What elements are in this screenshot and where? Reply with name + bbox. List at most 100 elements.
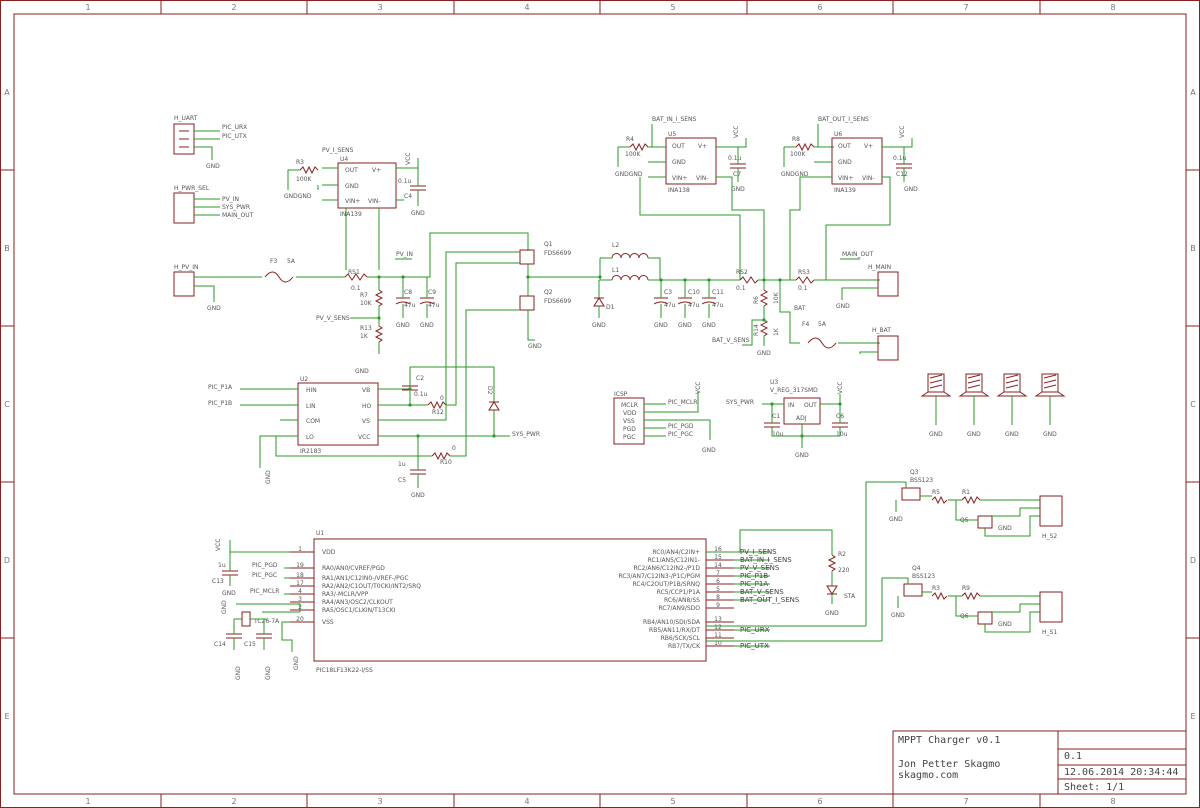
col-label: 3: [377, 3, 382, 12]
col-label: 5: [670, 797, 675, 806]
u1-net-label: PIC_P1B: [740, 572, 768, 580]
svg-text:C4: C4: [404, 193, 412, 200]
row-label: B: [4, 244, 10, 253]
svg-text:47u: 47u: [664, 302, 676, 309]
u1-pin-number: 9: [716, 602, 720, 609]
svg-text:GND: GND: [235, 666, 242, 680]
svg-text:IN: IN: [788, 402, 794, 409]
u1-pin-number: 10: [714, 640, 722, 647]
svg-text:OUT: OUT: [838, 143, 851, 150]
svg-text:C12: C12: [896, 171, 908, 178]
svg-text:GND: GND: [731, 186, 745, 193]
title-block: MPPT Charger v0.1 Jon Petter Skagmo skag…: [892, 730, 1187, 795]
svg-text:GND: GND: [702, 322, 716, 329]
svg-text:GND: GND: [654, 322, 668, 329]
header-h-pwr-sel: H_PWR_SEL PV_IN SYS_PWR MAIN_OUT: [173, 185, 254, 224]
svg-text:VDD: VDD: [623, 410, 637, 417]
svg-text:GND: GND: [207, 305, 221, 312]
col-label: 2: [231, 3, 236, 12]
u1-pin-name: RC5/CCP1/P1A: [657, 589, 701, 596]
u1-pin-name: RC4/C2OUT/P1B/SRNQ: [633, 581, 701, 588]
svg-text:100K: 100K: [296, 176, 312, 183]
switch-s1: Q4 BSS123 GND R3 R9 Q6 GND H_S1: [881, 565, 1063, 641]
svg-text:Q4: Q4: [912, 565, 921, 572]
u1-pin-name: RC2/AN6/C12IN2-/P1D: [634, 565, 701, 572]
terminal-post: GND: [996, 373, 1028, 438]
terminal-post: GND: [920, 373, 952, 438]
row-label: C: [4, 400, 10, 409]
svg-text:H_S1: H_S1: [1042, 629, 1057, 636]
svg-text:RS1: RS1: [348, 269, 360, 276]
u1-pin-number: 14: [714, 562, 722, 569]
col-label: 6: [817, 3, 822, 12]
svg-text:R5: R5: [932, 489, 940, 496]
u1-net-label: PV_I_SENS: [740, 548, 777, 556]
svg-text:GND: GND: [929, 431, 943, 438]
row-label: B: [1190, 244, 1196, 253]
header-h-pv-in: H_PV_IN GND: [173, 264, 262, 312]
svg-text:PIC_P1A: PIC_P1A: [208, 384, 233, 391]
u1-pin-number: 12: [714, 624, 722, 631]
svg-text:F4: F4: [802, 321, 809, 328]
svg-text:C15: C15: [244, 641, 256, 648]
svg-text:GNDGND: GNDGND: [284, 193, 312, 200]
u1-pin-name: RA3/-MCLR/VPP: [322, 591, 369, 598]
u1-pin-name: VDD: [322, 549, 336, 556]
u1-pin-name: RA2/AN2/C1OUT/T0CKI/INT2/SRQ: [322, 583, 421, 590]
svg-text:VCC: VCC: [837, 382, 844, 394]
u1-pin-name: RC3/AN7/C12IN3-/P1C/PGM: [618, 573, 700, 580]
svg-text:100K: 100K: [625, 151, 641, 158]
svg-text:PV_V_SENS: PV_V_SENS: [316, 315, 350, 322]
svg-text:GND: GND: [1043, 431, 1057, 438]
svg-text:U5: U5: [668, 131, 676, 138]
u1-pin-number: 13: [714, 616, 722, 623]
u1-net-label: PIC_UTX: [740, 642, 769, 650]
svg-text:GND: GND: [1005, 431, 1019, 438]
svg-text:L1: L1: [612, 267, 619, 274]
col-label: 8: [1110, 797, 1115, 806]
svg-text:VS: VS: [362, 418, 370, 425]
svg-text:0.1u: 0.1u: [414, 391, 428, 398]
svg-text:GND: GND: [411, 492, 425, 499]
svg-text:COM: COM: [306, 418, 320, 425]
svg-text:PGC: PGC: [623, 434, 635, 441]
u1-net-label: BAT_OUT_I_SENS: [740, 596, 800, 604]
col-label: 3: [377, 797, 382, 806]
svg-text:BAT_V_SENS: BAT_V_SENS: [712, 337, 750, 344]
u1-pin-number: 11: [714, 632, 722, 639]
u1-pin-number: 16: [714, 546, 722, 553]
svg-text:R2: R2: [838, 551, 846, 558]
svg-text:GND: GND: [904, 186, 918, 193]
svg-text:Q2: Q2: [544, 289, 553, 296]
svg-text:GND: GND: [702, 447, 716, 454]
svg-text:BAT_IN_I_SENS: BAT_IN_I_SENS: [652, 116, 697, 123]
u1-pin-number: 6: [716, 578, 720, 585]
u1-net-label: PIC_P1A: [740, 580, 768, 588]
svg-text:47u: 47u: [428, 302, 440, 309]
title-text: MPPT Charger v0.1: [898, 735, 1000, 746]
frame-column-labels: 1 2 3 4 5 6 7 8 1 2 3 4 5 6 7 8: [85, 3, 1115, 806]
svg-text:V+: V+: [864, 143, 873, 150]
u1-net-label: BAT_V_SENS: [740, 588, 784, 596]
svg-text:R9: R9: [962, 585, 970, 592]
svg-text:0.1: 0.1: [351, 285, 361, 292]
svg-text:R13: R13: [360, 325, 372, 332]
col-label: 7: [963, 3, 968, 12]
svg-text:PIC_UTX: PIC_UTX: [222, 133, 247, 140]
svg-text:0.1u: 0.1u: [398, 178, 412, 185]
svg-text:OUT: OUT: [672, 143, 685, 150]
svg-text:L2: L2: [612, 242, 619, 249]
col-label: 8: [1110, 3, 1115, 12]
u1-right-pins: 16RC0/AN4/C2IN+PV_I_SENS15RC1/AN5/C12IN1…: [618, 546, 799, 650]
version-text: 0.1: [1064, 751, 1082, 762]
svg-text:0.1: 0.1: [798, 285, 808, 292]
svg-text:PV_IN: PV_IN: [396, 251, 413, 258]
svg-text:V_REG_317SMD: V_REG_317SMD: [770, 387, 818, 394]
svg-text:C11: C11: [712, 289, 724, 296]
svg-text:MAIN_OUT: MAIN_OUT: [222, 212, 254, 219]
